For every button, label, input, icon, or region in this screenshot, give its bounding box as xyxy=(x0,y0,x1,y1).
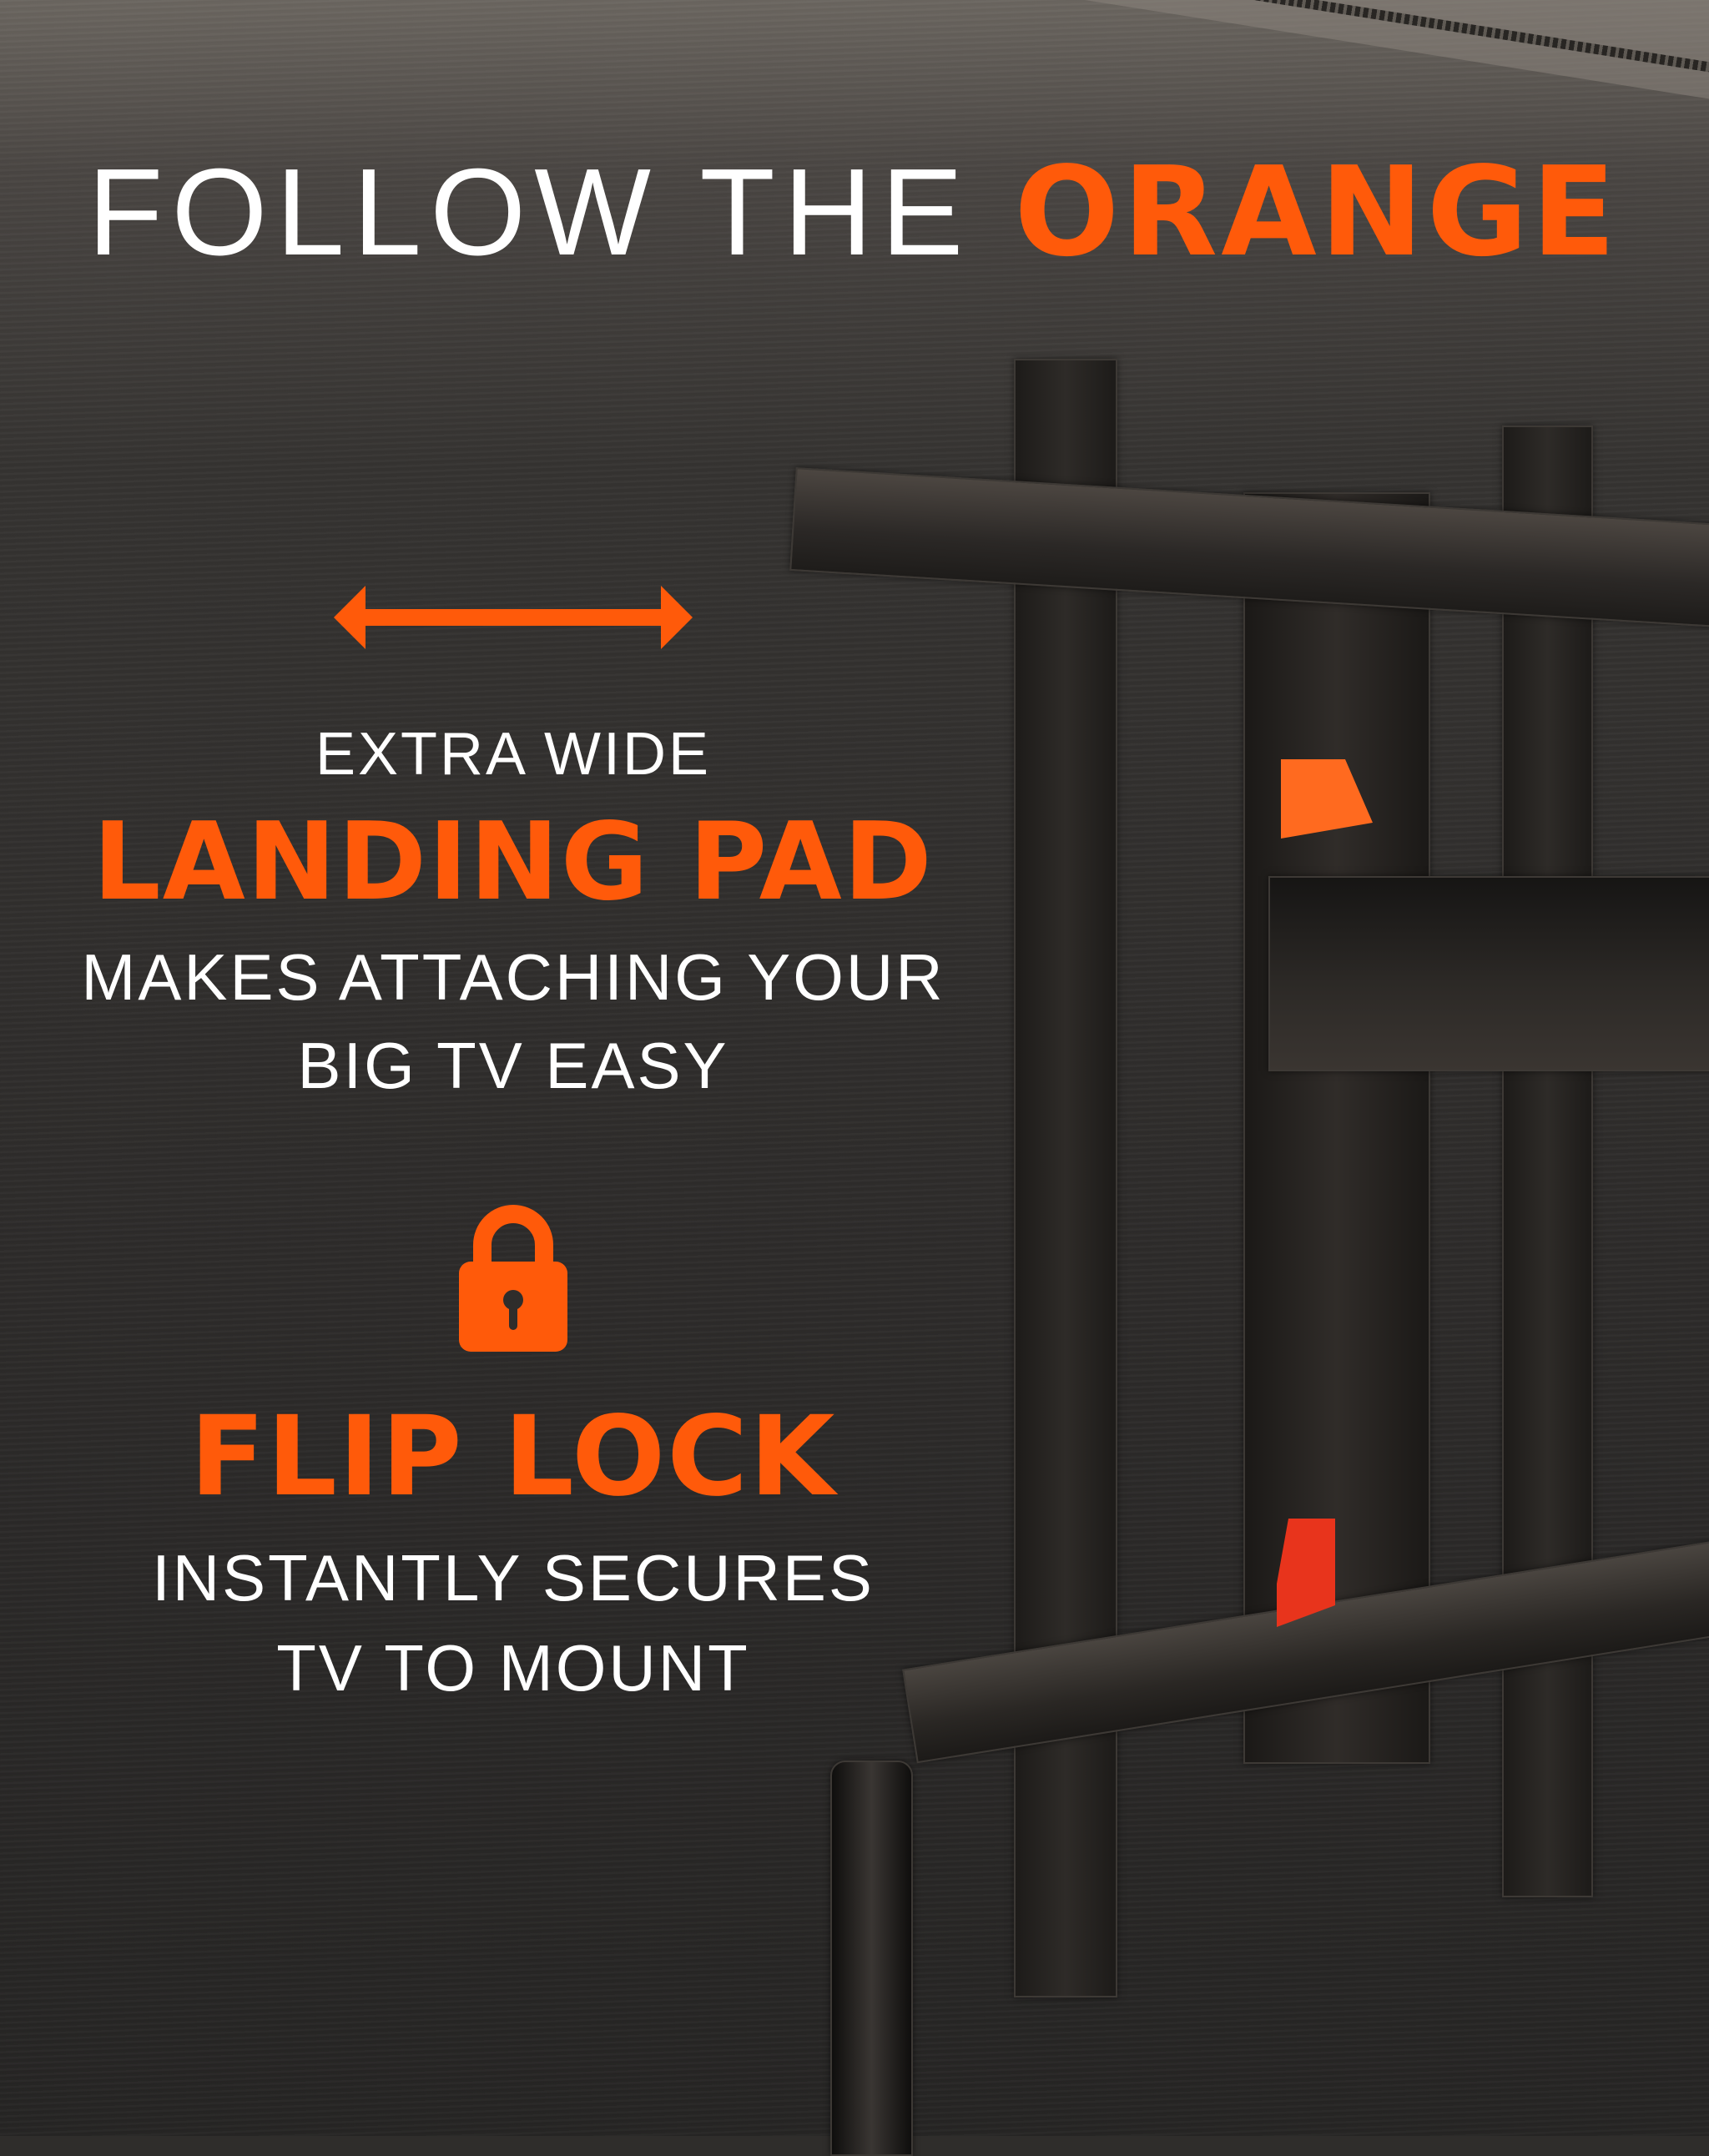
feature-landing-pad: EXTRA WIDE LANDING PAD MAKES ATTACHING Y… xyxy=(50,584,976,1098)
mount-bracket-right xyxy=(1502,426,1593,1897)
feature-line: TV TO MOUNT xyxy=(276,1631,750,1705)
headline: FOLLOW THE ORANGE xyxy=(88,150,1673,275)
double-arrow-horizontal-icon xyxy=(334,586,693,649)
feature-title: FLIP LOCK xyxy=(189,1393,837,1521)
mount-center-plate xyxy=(1243,492,1430,1764)
headline-light: FOLLOW THE xyxy=(88,144,972,281)
padlock-icon xyxy=(459,1205,567,1352)
feature-line: MAKES ATTACHING YOUR xyxy=(81,940,945,1014)
mount-support-pole xyxy=(830,1761,913,2156)
feature-flip-lock: FLIP LOCK INSTANTLY SECURES TV TO MOUNT xyxy=(50,1201,976,1700)
feature-lead: EXTRA WIDE xyxy=(315,721,712,788)
feature-line: BIG TV EASY xyxy=(297,1029,729,1102)
headline-accent: ORANGE xyxy=(1014,140,1620,284)
mount-bracket-left xyxy=(1014,359,1117,1997)
feature-title: LANDING PAD xyxy=(93,800,934,924)
feature-line: INSTANTLY SECURES xyxy=(152,1541,875,1614)
mount-arm-shelf xyxy=(1268,876,1709,1071)
